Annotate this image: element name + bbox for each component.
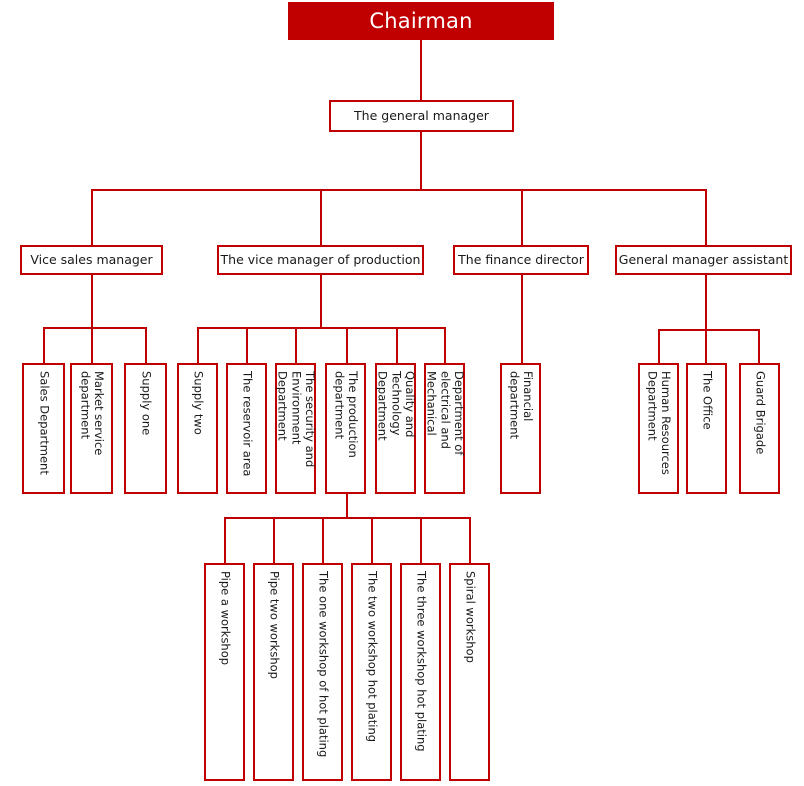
node-one-workshop-hot-plating-label: The one workshop of hot plating — [316, 571, 331, 758]
node-vice-sales-manager[interactable]: Vice sales manager — [20, 245, 163, 275]
node-three-workshop-hot-plating-label: The three workshop hot plating — [414, 571, 429, 752]
connector-drop-one-workshop-hot-plating — [322, 517, 324, 563]
node-market-service-department-label: Market service department — [78, 371, 107, 456]
node-electrical-mechanical-department[interactable]: Department of electrical and Mechanical — [424, 363, 466, 494]
node-vice-sales-manager-label: Vice sales manager — [30, 251, 153, 267]
node-financial-department-label: Financial department — [507, 371, 536, 440]
connector-drop-human-resources — [658, 329, 660, 363]
node-production-department[interactable]: The production department — [325, 363, 366, 494]
node-pipe-a-workshop-label: Pipe a workshop — [218, 571, 233, 666]
node-supply-two-label: Supply two — [191, 371, 206, 435]
node-general-manager[interactable]: The general manager — [329, 100, 514, 132]
node-security-environment-department-label: The security and Environment Department — [275, 371, 317, 468]
connector-drop-sales-department — [43, 327, 45, 363]
node-supply-one-label: Supply one — [139, 371, 154, 436]
connector-drop-electrical-mechanical — [444, 327, 446, 363]
connector-drop-pipe-two-workshop — [273, 517, 275, 563]
node-pipe-two-workshop-label: Pipe two workshop — [267, 571, 282, 679]
node-sales-department[interactable]: Sales Department — [22, 363, 65, 494]
connector-drop-three-workshop-hot-plating — [420, 517, 422, 563]
connector-drop-supply-one — [145, 327, 147, 363]
node-supply-one[interactable]: Supply one — [124, 363, 167, 494]
connector-drop-vice-sales — [91, 189, 93, 245]
node-pipe-a-workshop[interactable]: Pipe a workshop — [204, 563, 245, 781]
connector-finance-down — [521, 275, 523, 363]
node-vice-manager-production-label: The vice manager of production — [220, 251, 421, 267]
node-reservoir-area-label: The reservoir area — [240, 371, 255, 477]
connector-drop-finance — [521, 189, 523, 245]
node-finance-director-label: The finance director — [458, 251, 584, 267]
node-finance-director[interactable]: The finance director — [453, 245, 589, 275]
node-chairman[interactable]: Chairman — [288, 2, 554, 40]
node-chairman-label: Chairman — [369, 8, 473, 33]
node-general-manager-label: The general manager — [354, 107, 489, 123]
connector-drop-quality-technology — [396, 327, 398, 363]
connector-gm-assistant-down — [705, 275, 707, 329]
node-spiral-workshop[interactable]: Spiral workshop — [449, 563, 490, 781]
node-the-office[interactable]: The Office — [686, 363, 727, 494]
node-sales-department-label: Sales Department — [37, 371, 52, 475]
connector-vice-production-down — [320, 275, 322, 327]
node-supply-two[interactable]: Supply two — [177, 363, 218, 494]
connector-drop-two-workshop-hot-plating — [371, 517, 373, 563]
node-guard-brigade-label: Guard Brigade — [753, 371, 768, 455]
connector-drop-vice-production — [320, 189, 322, 245]
node-two-workshop-hot-plating-label: The two workshop hot plating — [365, 571, 380, 743]
node-quality-technology-department[interactable]: Quality and Technology Department — [375, 363, 417, 494]
connector-production-department-down — [346, 494, 348, 517]
node-pipe-two-workshop[interactable]: Pipe two workshop — [253, 563, 294, 781]
node-vice-manager-production[interactable]: The vice manager of production — [217, 245, 424, 275]
node-general-manager-assistant[interactable]: General manager assistant — [615, 245, 792, 275]
connector-bus-workshops — [224, 517, 471, 519]
node-production-department-label: The production department — [332, 371, 361, 458]
node-three-workshop-hot-plating[interactable]: The three workshop hot plating — [400, 563, 441, 781]
node-reservoir-area[interactable]: The reservoir area — [226, 363, 267, 494]
connector-drop-production-department — [346, 327, 348, 363]
connector-drop-gm-assistant — [705, 189, 707, 245]
node-general-manager-assistant-label: General manager assistant — [618, 251, 789, 267]
node-market-service-department[interactable]: Market service department — [70, 363, 113, 494]
connector-drop-guard-brigade — [758, 329, 760, 363]
node-spiral-workshop-label: Spiral workshop — [463, 571, 478, 663]
node-quality-technology-department-label: Quality and Technology Department — [375, 371, 417, 441]
node-human-resources-department-label: Human Resources Department — [645, 371, 674, 475]
node-financial-department[interactable]: Financial department — [500, 363, 541, 494]
connector-vice-sales-down — [91, 275, 93, 327]
node-the-office-label: The Office — [700, 371, 715, 430]
connector-drop-security-environment — [295, 327, 297, 363]
connector-drop-market-service — [91, 327, 93, 363]
node-one-workshop-hot-plating[interactable]: The one workshop of hot plating — [302, 563, 343, 781]
connector-gm-down — [420, 132, 422, 189]
connector-drop-supply-two — [197, 327, 199, 363]
connector-chairman-to-gm — [420, 40, 422, 100]
node-human-resources-department[interactable]: Human Resources Department — [638, 363, 679, 494]
node-security-environment-department[interactable]: The security and Environment Department — [275, 363, 317, 494]
connector-drop-spiral-workshop — [469, 517, 471, 563]
node-electrical-mechanical-department-label: Department of electrical and Mechanical — [424, 371, 466, 456]
connector-bus-level2 — [91, 189, 706, 191]
connector-bus-sales — [43, 327, 147, 329]
connector-drop-the-office — [705, 329, 707, 363]
node-two-workshop-hot-plating[interactable]: The two workshop hot plating — [351, 563, 392, 781]
connector-drop-reservoir-area — [246, 327, 248, 363]
node-guard-brigade[interactable]: Guard Brigade — [739, 363, 780, 494]
connector-drop-pipe-a-workshop — [224, 517, 226, 563]
connector-bus-production — [197, 327, 445, 329]
connector-bus-gm-assistant — [658, 329, 760, 331]
